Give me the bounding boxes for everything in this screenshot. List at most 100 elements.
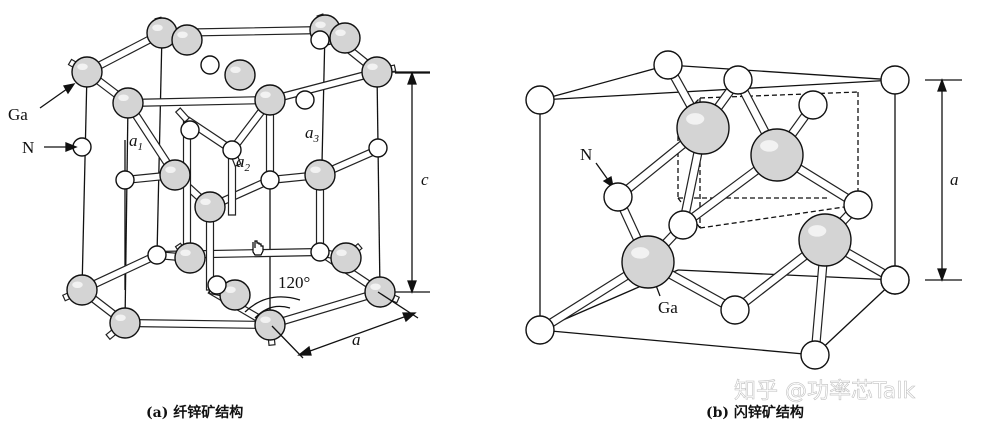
cursor-hand-icon xyxy=(252,240,264,256)
bond xyxy=(127,95,271,108)
ga-atom xyxy=(330,242,362,274)
wurtzite-atoms xyxy=(66,14,396,341)
atom-highlight xyxy=(200,198,211,206)
n-atom xyxy=(310,242,330,262)
n-atom xyxy=(668,210,698,240)
n-atom xyxy=(880,65,910,95)
atom-highlight xyxy=(115,314,126,322)
atom-highlight xyxy=(165,166,176,174)
caption-a: (a) 纤锌矿结构 xyxy=(146,404,243,421)
atom-highlight xyxy=(225,286,236,294)
atom-highlight xyxy=(230,66,241,74)
c-arrow-down xyxy=(407,280,417,294)
ga-atom xyxy=(224,59,256,91)
n-atom xyxy=(880,265,910,295)
prism-edge xyxy=(376,71,381,293)
a2-label: a2 xyxy=(236,152,251,174)
n-atom xyxy=(115,170,135,190)
n-atom xyxy=(603,182,633,212)
a-label: a xyxy=(352,330,361,349)
ga-atom xyxy=(159,159,191,191)
zincblende-panel: N Ga a (b) 闪锌矿结构 知乎 @功率芯Talk xyxy=(525,50,962,421)
n-pointer-head xyxy=(65,142,78,152)
atom-highlight xyxy=(118,94,129,102)
prism-edge xyxy=(81,71,88,291)
a-arrow-1 xyxy=(297,345,312,356)
n-atom xyxy=(200,55,220,75)
cube-edge xyxy=(539,64,669,101)
n-atom xyxy=(525,315,555,345)
ga-atom xyxy=(676,101,730,155)
dashed-edge xyxy=(677,97,701,121)
n-atom xyxy=(800,340,830,370)
ga-atom xyxy=(71,56,103,88)
atom-highlight xyxy=(760,140,779,152)
n-atom xyxy=(207,275,227,295)
atom-highlight xyxy=(72,281,83,289)
a-arrow-up-b xyxy=(937,78,947,92)
a-label-b: a xyxy=(950,170,959,189)
n-atom xyxy=(723,65,753,95)
ga-atom xyxy=(364,276,396,308)
atom-highlight xyxy=(77,63,88,71)
ga-atom xyxy=(174,242,206,274)
atom-highlight xyxy=(180,249,191,257)
angle-120-arc xyxy=(244,296,301,313)
bond xyxy=(174,107,191,123)
wurtzite-panel: Ga N a1 a2 a3 c a 120° (a) 纤锌矿结构 xyxy=(8,13,430,421)
ga-atom xyxy=(194,191,226,223)
cube-edge xyxy=(539,329,816,356)
a-dimension-line xyxy=(298,312,416,356)
n-atom xyxy=(310,30,330,50)
watermark-text: 知乎 @功率芯Talk xyxy=(734,379,915,404)
n-atom xyxy=(295,90,315,110)
n-atom xyxy=(147,245,167,265)
ga-atom xyxy=(109,307,141,339)
atom-highlight xyxy=(336,249,347,257)
ga-atom xyxy=(621,235,675,289)
n-atom xyxy=(720,295,750,325)
c-label: c xyxy=(421,170,429,189)
n-atom xyxy=(798,90,828,120)
atom-highlight xyxy=(370,283,381,291)
dashed-edge xyxy=(699,204,859,229)
a-arrow-2 xyxy=(402,312,417,323)
atom-highlight xyxy=(260,91,271,99)
atom-highlight xyxy=(260,316,271,324)
atom-highlight xyxy=(808,225,827,237)
ga-label: Ga xyxy=(8,105,28,124)
angle-120-arc-inner xyxy=(254,305,291,319)
a-ext-1 xyxy=(271,325,304,359)
n-label: N xyxy=(22,138,34,157)
cube-edge xyxy=(814,279,896,356)
ga-label-b: Ga xyxy=(658,298,678,317)
atom-highlight xyxy=(631,247,650,259)
n-atom xyxy=(843,190,873,220)
atom-highlight xyxy=(152,24,163,32)
ga-atom xyxy=(329,22,361,54)
n-atom xyxy=(653,50,683,80)
n-label-b: N xyxy=(580,145,592,164)
ga-atom xyxy=(171,24,203,56)
atom-highlight xyxy=(335,29,346,37)
bond xyxy=(268,287,382,330)
ga-atom xyxy=(66,274,98,306)
cube-edge xyxy=(667,64,896,81)
atom-highlight xyxy=(310,166,321,174)
atom-highlight xyxy=(315,21,326,29)
atom-highlight xyxy=(686,113,705,125)
a-arrow-down-b xyxy=(937,268,947,282)
n-atom xyxy=(180,120,200,140)
bond xyxy=(182,119,192,259)
ga-atom xyxy=(112,87,144,119)
cube-edge xyxy=(539,79,896,101)
wurtzite-annotations xyxy=(39,71,430,359)
n-atom xyxy=(222,140,242,160)
a3-label: a3 xyxy=(305,123,320,145)
ga-atom xyxy=(750,128,804,182)
c-arrow-up xyxy=(407,71,417,85)
atom-highlight xyxy=(367,63,378,71)
ga-atom xyxy=(304,159,336,191)
ga-atom xyxy=(798,213,852,267)
